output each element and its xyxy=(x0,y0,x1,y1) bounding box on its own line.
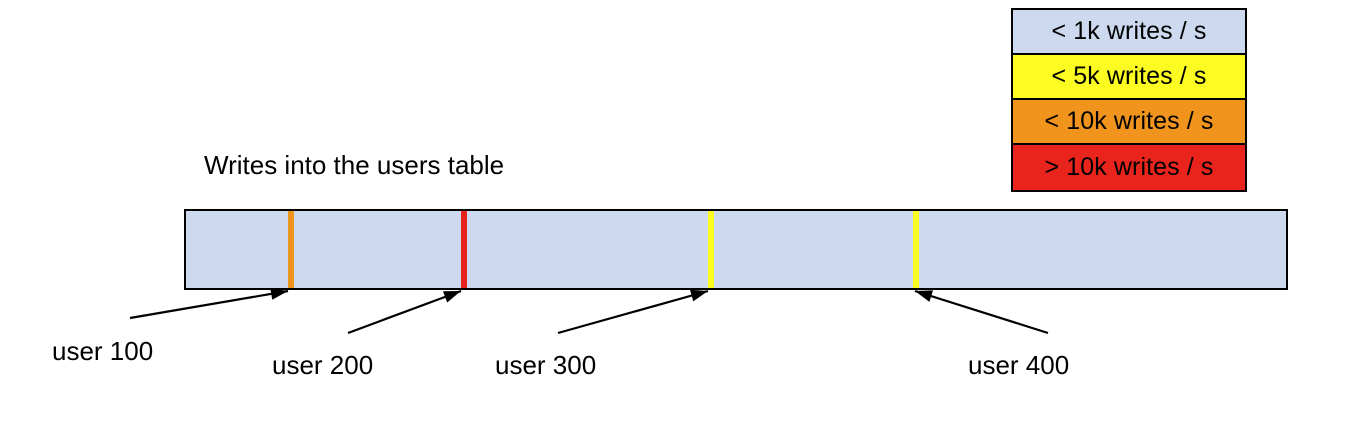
users-table-bar xyxy=(184,209,1288,290)
legend: < 1k writes / s < 5k writes / s < 10k wr… xyxy=(1011,8,1247,192)
legend-label-3: > 10k writes / s xyxy=(1044,153,1214,181)
arrow-line-user-400 xyxy=(914,289,1049,335)
stripe-user-200 xyxy=(461,211,467,288)
arrow-head-user-200 xyxy=(442,291,461,303)
legend-label-2: < 10k writes / s xyxy=(1044,107,1214,135)
legend-row-0: < 1k writes / s xyxy=(1013,10,1245,55)
callout-label-user-100: user 100 xyxy=(52,336,154,366)
arrow-head-user-300 xyxy=(690,289,708,302)
arrow-head-user-400 xyxy=(915,290,934,302)
legend-label-1: < 5k writes / s xyxy=(1051,62,1207,90)
legend-row-3: > 10k writes / s xyxy=(1013,145,1245,190)
arrow-line-user-200 xyxy=(347,289,462,335)
legend-row-1: < 5k writes / s xyxy=(1013,55,1245,100)
stripe-user-100 xyxy=(288,211,294,288)
arrow-line-user-100 xyxy=(129,289,289,320)
callout-label-user-400: user 400 xyxy=(968,350,1070,380)
callout-label-user-300: user 300 xyxy=(495,350,597,380)
stripe-user-400 xyxy=(913,211,919,288)
arrow-line-user-300 xyxy=(557,289,709,335)
legend-label-0: < 1k writes / s xyxy=(1051,17,1207,45)
callout-label-user-200: user 200 xyxy=(272,350,374,380)
stripe-user-300 xyxy=(708,211,714,288)
legend-row-2: < 10k writes / s xyxy=(1013,100,1245,145)
chart-title: Writes into the users table xyxy=(204,150,505,180)
